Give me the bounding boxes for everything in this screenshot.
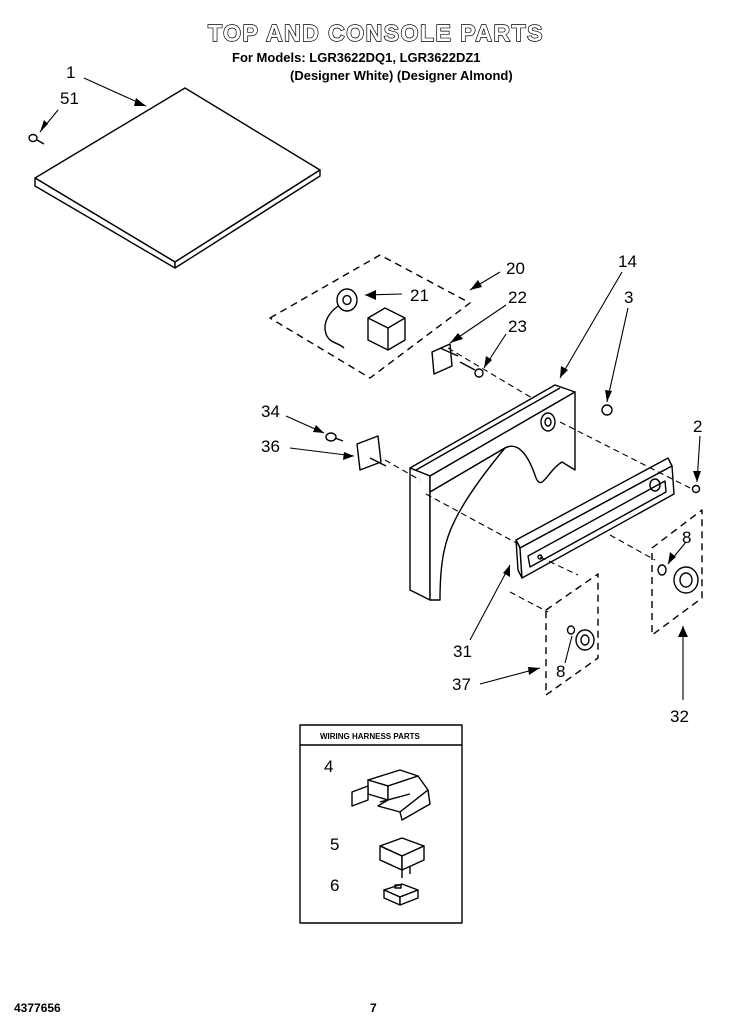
screw-34-part: [325, 432, 344, 442]
callout-36: 36: [261, 437, 280, 456]
control-panel-part: [515, 457, 675, 579]
screw-51-part: [28, 133, 45, 145]
callout-6: 6: [330, 876, 339, 895]
selector-knob-outline: [545, 573, 599, 696]
timer-knob-part: [657, 564, 699, 594]
harness-part-5: [379, 837, 425, 878]
callout-21: 21: [410, 286, 429, 305]
harness-part-4: [351, 769, 431, 821]
callout-22: 22: [508, 288, 527, 307]
callout-2: 2: [693, 417, 702, 436]
harness-part-6: [383, 883, 419, 906]
timer-assembly-outline: [269, 254, 471, 379]
screw-3-part: [601, 404, 613, 416]
page-title: TOP AND CONSOLE PARTS: [207, 19, 545, 46]
knob-assembly-outline: [651, 509, 703, 636]
callout-1: 1: [66, 63, 75, 82]
wiring-harness-title: WIRING HARNESS PARTS: [320, 732, 421, 741]
wiring-harness-box: [299, 724, 463, 924]
callout-5: 5: [330, 835, 339, 854]
callout-4: 4: [324, 757, 333, 776]
document-number: 4377656: [14, 1001, 61, 1015]
callout-20: 20: [506, 259, 525, 278]
page-number: 7: [370, 1001, 377, 1015]
callout-23: 23: [508, 317, 527, 336]
callout-8-selector: 8: [556, 662, 565, 681]
callout-51: 51: [60, 89, 79, 108]
callout-32: 32: [670, 707, 689, 726]
bracket-22-part: [431, 343, 459, 375]
callout-31: 31: [453, 642, 472, 661]
timer-motor-part: [324, 288, 358, 349]
console-panel-part: [409, 384, 576, 601]
screw-23-part: [459, 361, 484, 378]
callout-34: 34: [261, 402, 280, 421]
callout-37: 37: [452, 675, 471, 694]
bracket-36-part: [356, 435, 387, 471]
model-list: For Models: LGR3622DQ1, LGR3622DZ1: [232, 50, 481, 65]
callout-8-knob: 8: [682, 528, 691, 547]
timer-body-part: [367, 307, 406, 351]
callout-14: 14: [618, 252, 637, 271]
selector-knob-part: [566, 625, 595, 651]
callout-3: 3: [624, 288, 633, 307]
model-variants: (Designer White) (Designer Almond): [290, 68, 513, 83]
top-panel-part: [34, 87, 321, 269]
screw-2-part: [691, 484, 701, 494]
